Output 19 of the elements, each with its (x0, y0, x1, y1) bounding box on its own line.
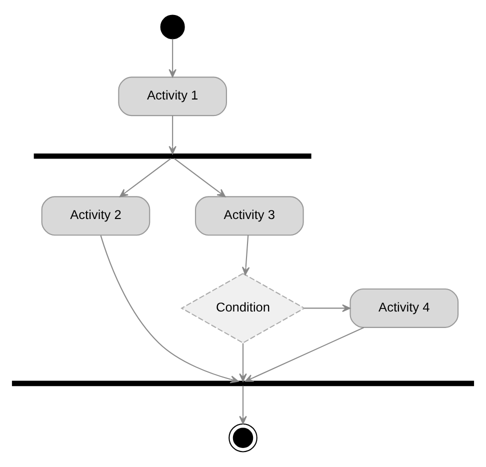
node-box: Activity 2 (41, 196, 150, 236)
node-box: Activity 3 (194, 196, 304, 236)
arrow (168, 38, 176, 78)
node-circle (160, 14, 185, 40)
node-bar (34, 153, 312, 159)
node-box: Activity 4 (350, 288, 459, 328)
arrow (244, 327, 364, 382)
arrow (174, 158, 226, 198)
arrow (100, 235, 239, 384)
arrow (242, 235, 250, 276)
node-box: Activity 1 (118, 76, 227, 116)
arrow (120, 158, 172, 198)
arrow (168, 116, 176, 154)
arrow (304, 304, 350, 312)
arrow (239, 343, 247, 382)
arrow (239, 386, 247, 424)
node-bar (12, 380, 474, 386)
node-circle (228, 423, 258, 452)
node-diamond: Condition (180, 272, 306, 344)
